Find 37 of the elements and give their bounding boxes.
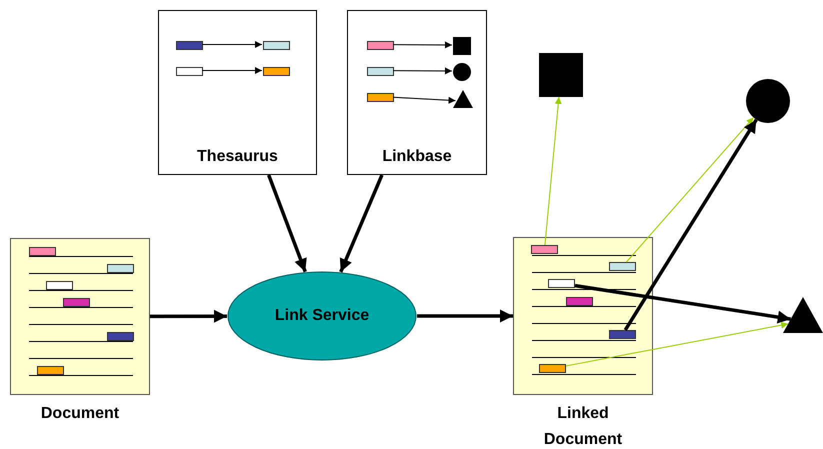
square-symbol xyxy=(453,37,471,55)
text-highlight-bar xyxy=(367,93,394,102)
text-highlight-bar xyxy=(263,41,290,50)
arrow xyxy=(566,322,789,366)
circle-symbol xyxy=(453,63,471,81)
arrow xyxy=(202,41,262,48)
text-highlight-bar xyxy=(609,262,636,271)
arrow xyxy=(339,174,384,273)
text-highlight-bar xyxy=(367,41,394,50)
arrow xyxy=(417,310,513,322)
arrow xyxy=(150,310,227,323)
text-highlight-bar xyxy=(263,67,290,76)
text-highlight-bar xyxy=(531,245,558,254)
arrow xyxy=(267,174,307,272)
document-label: Document xyxy=(40,404,120,424)
arrow xyxy=(626,117,754,262)
text-highlight-bar xyxy=(539,364,566,373)
arrow xyxy=(544,96,562,246)
arrow xyxy=(392,67,452,74)
arrow xyxy=(392,41,452,48)
arrow xyxy=(624,118,758,331)
square-symbol xyxy=(539,53,583,97)
text-highlight-bar xyxy=(548,279,575,288)
arrow xyxy=(574,284,791,324)
text-highlight-bar xyxy=(367,67,394,76)
text-highlight-bar xyxy=(176,67,203,76)
document-label: Linked Document xyxy=(542,404,624,449)
panel-box xyxy=(347,10,487,175)
panel-box xyxy=(158,10,317,175)
arrow xyxy=(202,67,262,74)
service-label: Link Service xyxy=(274,307,370,325)
text-highlight-bar xyxy=(176,41,203,50)
arrow xyxy=(392,96,456,104)
panel-title: Linkbase xyxy=(382,148,452,166)
panel-title: Thesaurus xyxy=(197,148,278,166)
text-highlight-bar xyxy=(609,330,636,339)
circle-symbol xyxy=(746,79,790,123)
